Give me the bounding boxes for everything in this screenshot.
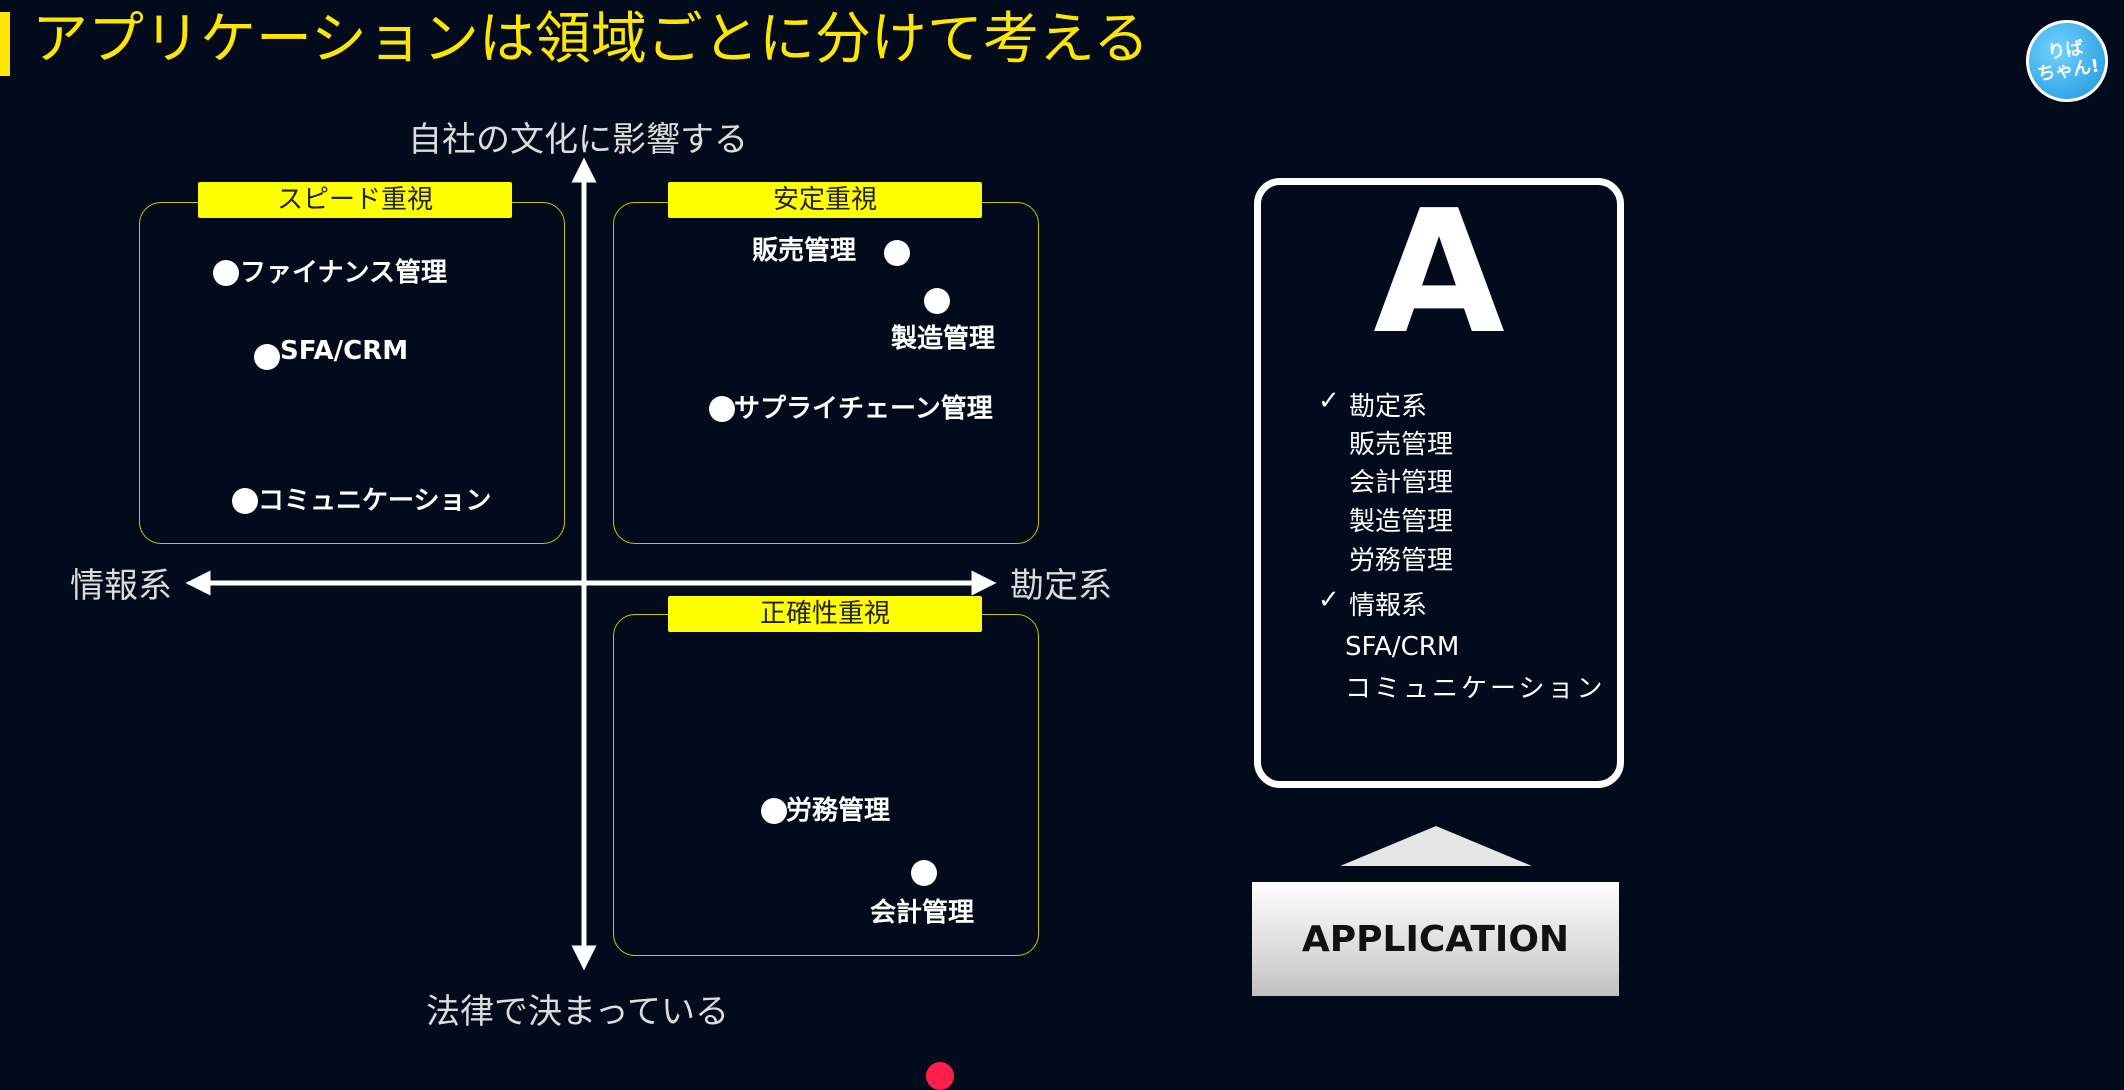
item-finance: ファイナンス管理 bbox=[240, 258, 447, 288]
item-supply-chain: サプライチェーン管理 bbox=[734, 394, 993, 424]
item-sfa: SFA/CRM bbox=[280, 336, 409, 366]
quadrant-stability-tag: 安定重視 bbox=[668, 182, 982, 218]
card-group1-item: 会計管理 bbox=[1349, 468, 1454, 498]
check-icon: ✓ bbox=[1318, 386, 1340, 416]
axis-label-top: 自社の文化に影響する bbox=[408, 120, 748, 160]
card-group2-item: コミュニケーション bbox=[1345, 674, 1606, 704]
item-labor: 労務管理 bbox=[786, 796, 891, 826]
card-group2-item: SFA/CRM bbox=[1345, 632, 1460, 662]
card-group1-item: 労務管理 bbox=[1349, 546, 1454, 576]
application-card bbox=[1254, 178, 1624, 788]
check-icon: ✓ bbox=[1318, 585, 1340, 615]
dot-sfa bbox=[254, 344, 280, 370]
card-group1-item: 製造管理 bbox=[1349, 507, 1454, 537]
application-roof bbox=[1340, 826, 1532, 866]
card-letter: A bbox=[1373, 174, 1505, 372]
axis-label-left: 情報系 bbox=[70, 566, 172, 606]
dot-accounting bbox=[911, 860, 937, 886]
item-communication: コミュニケーション bbox=[258, 486, 492, 516]
item-accounting: 会計管理 bbox=[870, 898, 975, 928]
quadrant-accuracy bbox=[613, 614, 1039, 956]
application-label: APPLICATION bbox=[1301, 918, 1570, 960]
quadrant-accuracy-tag: 正確性重視 bbox=[668, 596, 982, 632]
quadrant-speed-tag: スピード重視 bbox=[198, 182, 512, 218]
playback-scrubber-handle[interactable] bbox=[926, 1062, 954, 1090]
dot-finance bbox=[213, 260, 239, 286]
card-group1-label: 勘定系 bbox=[1349, 392, 1428, 422]
card-group2-label: 情報系 bbox=[1349, 591, 1428, 621]
card-group1-item: 販売管理 bbox=[1349, 430, 1454, 460]
dot-supply-chain bbox=[709, 396, 735, 422]
item-sales: 販売管理 bbox=[752, 236, 857, 266]
item-manufacturing: 製造管理 bbox=[891, 324, 996, 354]
dot-labor bbox=[761, 798, 787, 824]
dot-communication bbox=[232, 488, 258, 514]
axis-label-right: 勘定系 bbox=[1010, 566, 1112, 606]
axis-label-bottom: 法律で決まっている bbox=[426, 992, 729, 1032]
title-accent-bar bbox=[0, 12, 10, 76]
dot-manufacturing bbox=[924, 288, 950, 314]
dot-sales bbox=[884, 240, 910, 266]
application-box: APPLICATION bbox=[1252, 882, 1619, 996]
slide-title: アプリケーションは領域ごとに分けて考える bbox=[32, 7, 1150, 72]
